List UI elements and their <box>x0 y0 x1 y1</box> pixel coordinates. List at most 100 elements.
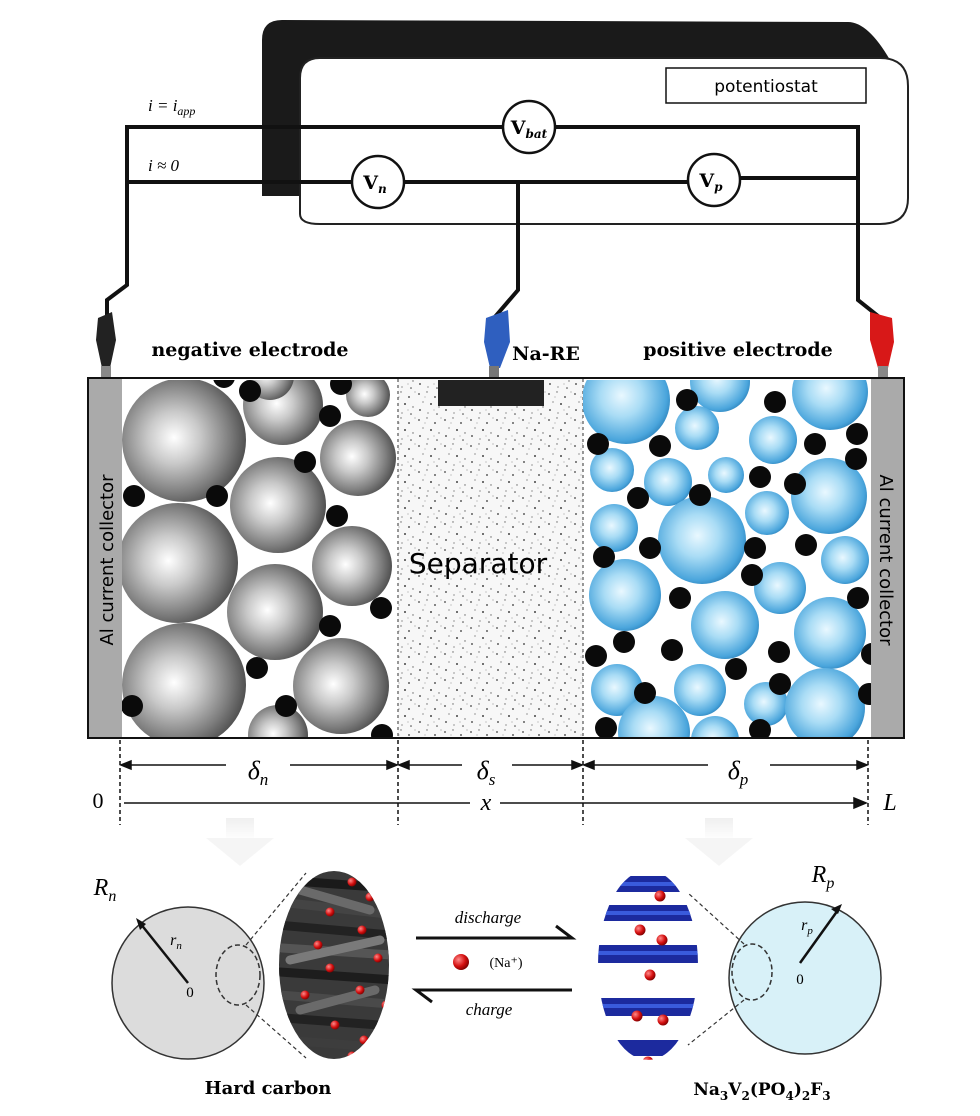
vp-sub: p <box>714 180 723 194</box>
hard-carbon-zoom <box>279 871 389 1059</box>
positive-electrode-particles <box>583 380 871 737</box>
origin-label: 0 <box>93 788 104 813</box>
nvpf-particle <box>590 448 634 492</box>
sodium-ion-dot <box>325 907 335 917</box>
graphite-particle <box>122 380 246 502</box>
carbon-layer <box>295 885 375 915</box>
vp-meter: Vp <box>686 152 742 208</box>
carbon-black-particle <box>741 564 763 586</box>
potentiostat-label: potentiostat <box>714 77 818 97</box>
carbon-black-particle <box>330 380 352 395</box>
reaction-arrows <box>411 924 577 1004</box>
carbon-black-particle <box>784 473 806 495</box>
positive-clip <box>870 312 894 378</box>
carbon-black-particle <box>847 587 869 609</box>
delta-n-label: δn <box>248 756 269 789</box>
nvpf-particle <box>618 696 690 737</box>
carbon-black-particle <box>676 389 698 411</box>
nvpf-particle <box>745 491 789 535</box>
dimensions <box>118 740 870 825</box>
nvpf-particle <box>785 668 865 737</box>
layer-highlight <box>598 882 698 886</box>
negative-particle <box>111 872 307 1060</box>
sodium-ion-dot <box>644 969 656 981</box>
carbon-black-particle <box>275 695 297 717</box>
carbon-black-particle <box>326 505 348 527</box>
carbon-black-particle <box>206 485 228 507</box>
sodium-ion-dot <box>657 1014 669 1026</box>
nvpf-formula: Na3V2(PO4)2F3 <box>693 1080 830 1103</box>
svg-text:Vp: Vp <box>698 170 723 194</box>
vn-sub: n <box>378 182 387 196</box>
carbon-black-particle <box>239 380 261 402</box>
negative-r-label: rn <box>170 932 182 952</box>
vanadium-layer <box>598 1040 698 1056</box>
carbon-layer <box>279 1035 389 1053</box>
negative-clip <box>96 312 116 378</box>
vbat-v: V <box>510 117 527 139</box>
vbat-sub: bat <box>526 127 548 141</box>
right-collector-label: Al current collector <box>875 474 896 646</box>
down-arrow-right <box>685 818 753 866</box>
nvpf-particle <box>591 664 643 716</box>
zero-current-label: i ≈ 0 <box>148 156 180 175</box>
sodium-ion-dot <box>357 925 367 935</box>
carbon-layer <box>285 935 385 965</box>
carbon-black-particle <box>122 695 143 717</box>
separator-region <box>398 379 583 737</box>
positive-electrode-label: positive electrode <box>643 339 832 361</box>
carbon-black-particle <box>639 537 661 559</box>
carbon-black-particle <box>213 380 235 388</box>
left-collector-label: Al current collector <box>97 474 118 646</box>
negative-center-label: 0 <box>186 985 194 1001</box>
nvpf-crystal-zoom <box>598 876 698 1060</box>
sodium-ion-dot <box>365 892 375 902</box>
carbon-black-particle <box>689 484 711 506</box>
vn-v: V <box>362 172 379 194</box>
carbon-layer <box>279 967 389 985</box>
nvpf-particle <box>792 380 868 430</box>
carbon-layer <box>279 897 389 920</box>
applied-current-label: i = iapp <box>148 96 195 118</box>
carbon-black-particle <box>858 683 871 705</box>
delta-s-label: δs <box>477 756 496 789</box>
negative-electrode-particles <box>122 380 396 737</box>
sodium-ion-dot <box>325 963 335 973</box>
nvpf-particle <box>583 380 670 444</box>
positive-center-label: 0 <box>796 972 804 988</box>
sodium-ion-dot <box>359 1035 369 1045</box>
graphite-particle <box>227 564 323 660</box>
carbon-black-particle <box>587 433 609 455</box>
vbat-meter: Vbat <box>501 99 557 155</box>
ion-label: (Na⁺) <box>489 956 522 971</box>
separator-label: Separator <box>409 547 548 580</box>
nvpf-particle <box>821 536 869 584</box>
carbon-black-particle <box>634 682 656 704</box>
sodium-ion-dot <box>347 1051 357 1059</box>
carbon-black-particle <box>319 405 341 427</box>
carbon-black-particle <box>613 631 635 653</box>
nvpf-particle <box>749 416 797 464</box>
reference-electrode-label: Na-RE <box>512 343 580 365</box>
sodium-ion-dot <box>347 877 357 887</box>
cell-body: Separator Al current collector Al curren… <box>87 377 905 739</box>
discharge-label: discharge <box>455 908 522 927</box>
sodium-ion-dot <box>355 985 365 995</box>
carbon-black-particle <box>768 641 790 663</box>
sodium-ion-dot <box>656 934 668 946</box>
nvpf-particle <box>589 559 661 631</box>
vn-meter: Vn <box>350 154 406 210</box>
nvpf-particle <box>644 458 692 506</box>
carbon-black-particle <box>804 433 826 455</box>
carbon-black-particle <box>123 485 145 507</box>
carbon-black-particle <box>725 658 747 680</box>
carbon-black-particle <box>246 657 268 679</box>
delta-p-label: δp <box>728 756 749 789</box>
layer-highlight <box>598 951 698 955</box>
sodium-ion-dot <box>642 1056 654 1060</box>
graphite-particle <box>122 503 238 623</box>
positive-r-label: rp <box>801 917 813 937</box>
carbon-black-particle <box>627 487 649 509</box>
carbon-black-particle <box>845 448 867 470</box>
nvpf-particle <box>658 496 746 584</box>
